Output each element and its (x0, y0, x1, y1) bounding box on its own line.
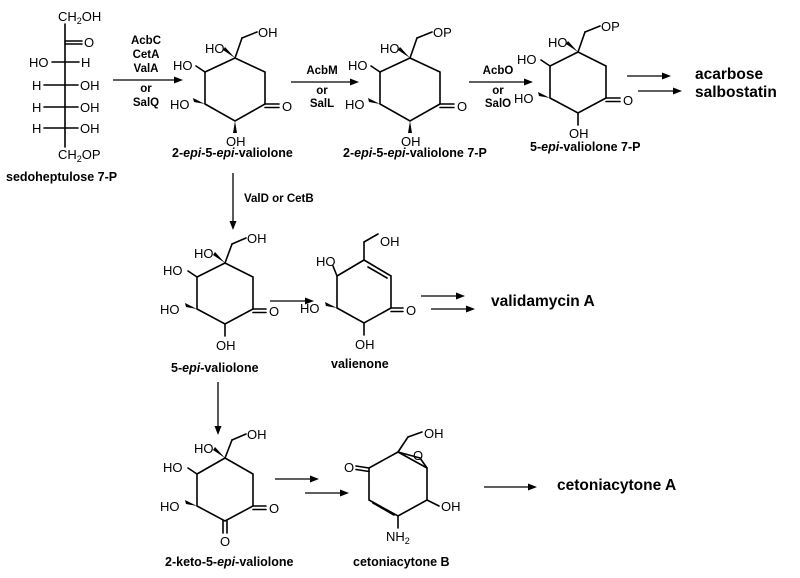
svg-text:O: O (413, 448, 423, 463)
svg-text:HO: HO (163, 263, 183, 278)
svg-text:OH: OH (569, 126, 589, 141)
svg-text:OP: OP (433, 25, 452, 40)
compound-cetoniacytone-b-label: cetoniacytone B (353, 555, 450, 569)
product-acarbose: acarbose (695, 66, 763, 83)
arrow-step-3 (469, 78, 533, 86)
compound-5-epi-valiolone-7p: O HO OP HO HO OH (514, 19, 633, 141)
svg-text:HO: HO (173, 58, 193, 73)
svg-text:HO: HO (170, 97, 190, 112)
product-cetoniacytone-a: cetoniacytone A (557, 477, 676, 494)
sedo-row2-left: H (32, 78, 41, 93)
svg-text:HO: HO (517, 52, 537, 67)
product-salbostatin: salbostatin (695, 84, 777, 101)
svg-text:O: O (282, 99, 292, 114)
product-validamycin-a: validamycin A (491, 293, 595, 310)
svg-text:HO: HO (194, 246, 214, 261)
sedo-row4-left: H (32, 121, 41, 136)
sedo-row1-left: HO (29, 55, 49, 70)
enzymes-step-1: AcbC CetA ValA or SalQ (131, 35, 161, 109)
compound-valienone: O OH HO HO OH (300, 233, 416, 352)
compound-5-epi-valiolone-label: 5-epi-valiolone (171, 361, 259, 375)
sedo-keto-oxygen: O (84, 35, 94, 50)
compound-2-epi-5-epi-valiolone: O HO OH HO HO OH (170, 25, 292, 149)
arrow-step-5 (214, 382, 222, 435)
svg-text:HO: HO (345, 97, 365, 112)
svg-text:O: O (623, 93, 633, 108)
svg-text:OH: OH (216, 338, 236, 353)
svg-text:AcbM: AcbM (306, 65, 337, 77)
enzymes-step-3: AcbO or SalO (483, 65, 514, 110)
svg-text:HO: HO (160, 302, 180, 317)
compound-2-keto-5-epi-valiolone-label: 2-keto-5-epi-valiolone (165, 555, 294, 569)
svg-text:HO: HO (205, 41, 225, 56)
svg-text:HO: HO (163, 460, 183, 475)
arrow-step-4 (229, 173, 237, 230)
svg-text:O: O (269, 501, 279, 516)
svg-text:O: O (220, 534, 230, 549)
svg-text:HO: HO (514, 91, 534, 106)
sedo-row1-right: H (81, 55, 90, 70)
svg-text:O: O (457, 99, 467, 114)
sedo-row2-right: OH (80, 78, 100, 93)
enzymes-step-4: ValD or CetB (244, 193, 314, 205)
svg-text:OH: OH (380, 234, 400, 249)
compound-cetoniacytone-b: O O OH OH NH2 (344, 426, 461, 546)
svg-text:SalQ: SalQ (133, 97, 159, 109)
compound-5-epi-valiolone: O HO OH HO HO OH (160, 231, 279, 353)
svg-text:NH2: NH2 (386, 529, 410, 546)
svg-text:SalL: SalL (310, 98, 334, 110)
svg-text:or: or (140, 83, 152, 95)
svg-text:AcbO: AcbO (483, 65, 514, 77)
svg-text:OH: OH (401, 134, 421, 149)
sedoheptulose-7p-structure: CH2OH O HO H H OH H OH H OH CH2OP (29, 9, 101, 164)
svg-text:SalO: SalO (485, 98, 511, 110)
svg-text:OP: OP (601, 19, 620, 34)
svg-text:OH: OH (258, 25, 278, 40)
sedoheptulose-label: sedoheptulose 7-P (6, 170, 117, 184)
svg-text:OH: OH (355, 337, 375, 352)
svg-text:or: or (492, 85, 504, 97)
svg-text:OH: OH (424, 426, 444, 441)
arrows-to-cetoniacytone-b (275, 475, 349, 497)
svg-text:CetA: CetA (133, 49, 160, 61)
svg-text:HO: HO (380, 41, 400, 56)
svg-text:or: or (316, 85, 328, 97)
svg-text:HO: HO (316, 254, 336, 269)
compound-5-epi-valiolone-7p-label: 5-epi-valiolone 7-P (530, 140, 640, 154)
compound-2-epi-5-epi-valiolone-7p: O HO OP HO HO OH (345, 25, 467, 149)
sedo-top-ch2: CH2OH (58, 9, 101, 26)
enzymes-step-2: AcbM or SalL (306, 65, 337, 110)
svg-text:ValA: ValA (134, 63, 159, 75)
svg-text:HO: HO (160, 499, 180, 514)
sedo-row3-left: H (32, 100, 41, 115)
svg-text:HO: HO (548, 35, 568, 50)
svg-text:O: O (406, 303, 416, 318)
arrow-step-1 (113, 76, 183, 84)
compound-2-keto-5-epi-valiolone: O O HO OH HO HO (160, 427, 279, 549)
sedo-row4-right: OH (80, 121, 100, 136)
sedo-bottom-ch2op: CH2OP (58, 147, 101, 164)
arrow-to-cetoniacytone-a (484, 483, 537, 491)
svg-text:O: O (344, 460, 354, 475)
svg-text:AcbC: AcbC (131, 35, 161, 47)
arrow-to-valienone (270, 297, 314, 305)
svg-text:HO: HO (194, 441, 214, 456)
svg-text:OH: OH (247, 231, 267, 246)
svg-text:O: O (269, 304, 279, 319)
svg-text:OH: OH (226, 134, 246, 149)
svg-text:OH: OH (441, 499, 461, 514)
svg-text:HO: HO (300, 301, 320, 316)
arrows-to-acarbose (627, 72, 682, 95)
svg-text:HO: HO (348, 58, 368, 73)
compound-valienone-label: valienone (331, 357, 389, 371)
arrows-to-validamycin (421, 292, 475, 313)
sedo-row3-right: OH (80, 100, 100, 115)
compound-2-epi-5-epi-valiolone-label: 2-epi-5-epi-valiolone (172, 146, 293, 160)
compound-2-epi-5-epi-valiolone-7p-label: 2-epi-5-epi-valiolone 7-P (343, 146, 487, 160)
arrow-step-2 (291, 78, 359, 86)
svg-text:OH: OH (247, 427, 267, 442)
